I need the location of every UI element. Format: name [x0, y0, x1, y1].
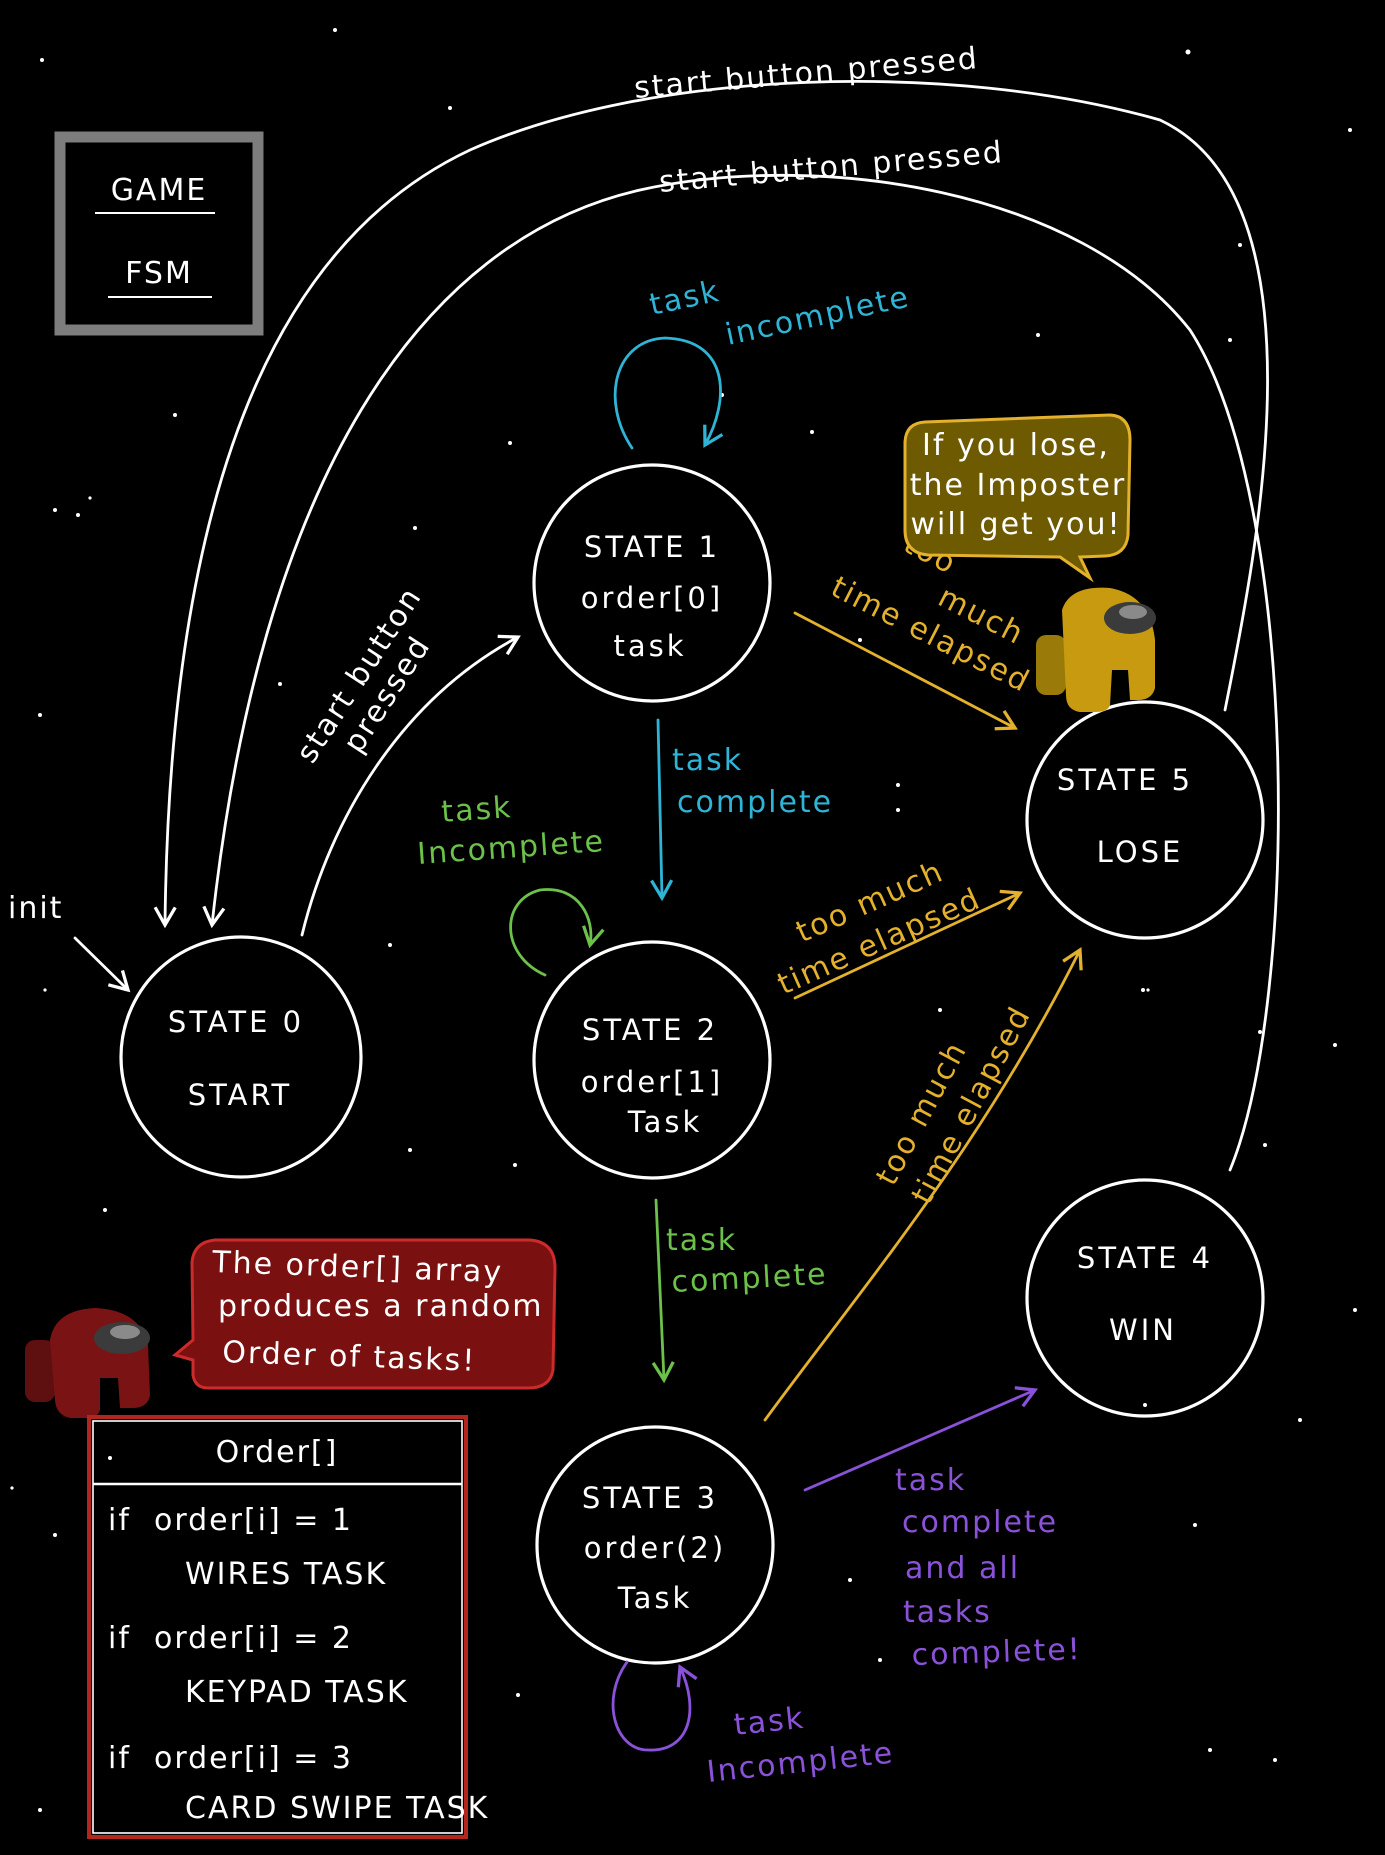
label-s2-self-2: Incomplete: [416, 824, 606, 872]
star-field: [10, 28, 1357, 1812]
title-frame: [54, 131, 264, 336]
edge-s1-self: [613, 336, 724, 450]
label-s3-self-1: task: [732, 1701, 806, 1743]
svg-text:order(2): order(2): [584, 1531, 726, 1565]
bubble-imposter-2: the Imposter: [910, 468, 1126, 503]
edge-s2-self: [509, 888, 605, 977]
edge-s1-s2: [650, 718, 674, 902]
label-s3-s4-1: task: [895, 1463, 966, 1498]
order-table: Order[] if order[i] = 1 WIRES TASK if or…: [87, 1415, 489, 1839]
label-s2-s3-1: task: [666, 1223, 737, 1258]
svg-text:order[1]: order[1]: [581, 1065, 723, 1099]
table-row-3-cond: if order[i] = 3: [108, 1741, 353, 1776]
state-3: STATE 3 order(2) Task: [535, 1425, 775, 1665]
edge-init: [73, 936, 131, 993]
edge-s1-s5: [793, 611, 1018, 731]
edge-s3-s4: [803, 1386, 1039, 1492]
svg-text:Task: Task: [617, 1581, 693, 1615]
svg-text:order[0]: order[0]: [581, 581, 723, 615]
label-s2-s3-2: complete: [671, 1257, 829, 1300]
bubble-imposter-3: will get you!: [910, 507, 1121, 542]
edge-s2-s3: [651, 1198, 675, 1384]
svg-text:STATE 2: STATE 2: [582, 1013, 718, 1047]
table-row-3-task: CARD SWIPE TASK: [185, 1791, 489, 1826]
state-5: STATE 5 LOSE: [1025, 700, 1265, 940]
label-start-outer: start button pressed: [633, 41, 981, 106]
title-line-1: GAME: [111, 173, 208, 208]
label-s3-self-2: Incomplete: [705, 1735, 896, 1789]
table-row-2-task: KEYPAD TASK: [185, 1675, 409, 1710]
edge-s0-s1: [300, 634, 521, 937]
svg-text:STATE 4: STATE 4: [1077, 1241, 1213, 1275]
svg-text:task: task: [613, 629, 686, 663]
edge-s2-s5: [793, 889, 1023, 1000]
imposter-speech-bubble: [903, 413, 1132, 583]
table-row-1-cond: if order[i] = 1: [108, 1503, 353, 1538]
title-line-2: FSM: [125, 256, 193, 291]
svg-text:STATE 3: STATE 3: [582, 1481, 718, 1515]
svg-text:STATE 5: STATE 5: [1057, 763, 1193, 797]
label-s2-self-1: task: [440, 790, 513, 830]
label-s1-s2-1: task: [672, 743, 743, 778]
svg-text:WIN: WIN: [1109, 1313, 1177, 1347]
label-s1-s2-2: complete: [677, 785, 833, 820]
svg-text:STATE 0: STATE 0: [168, 1005, 304, 1039]
edge-s3-s5: [763, 947, 1083, 1422]
red-crewmate-icon: [25, 1308, 150, 1418]
label-s3-s4-2: complete: [902, 1505, 1058, 1540]
table-header: Order[]: [216, 1435, 339, 1470]
bubble-imposter-1: If you lose,: [922, 428, 1110, 463]
table-row-1-task: WIRES TASK: [185, 1557, 387, 1592]
label-s3-s4-4: tasks: [903, 1595, 992, 1630]
order-speech-bubble: [171, 1238, 557, 1390]
edge-s5-s0-outer: [153, 80, 1269, 929]
label-s1-self-1: task: [646, 274, 723, 323]
label-start-inner: start button pressed: [658, 135, 1006, 200]
bubble-order-2: produces a random: [218, 1289, 544, 1324]
edge-s4-s0-inner: [202, 173, 1280, 1172]
state-4: STATE 4 WIN: [1025, 1178, 1265, 1418]
svg-text:LOSE: LOSE: [1097, 835, 1184, 869]
svg-text:Task: Task: [627, 1105, 703, 1139]
svg-text:START: START: [188, 1078, 292, 1112]
state-1: STATE 1 order[0] task: [532, 463, 772, 703]
state-0: STATE 0 START: [119, 935, 363, 1179]
label-init: init: [8, 891, 63, 926]
gold-crewmate-icon: [1036, 587, 1156, 712]
table-row-2-cond: if order[i] = 2: [108, 1621, 353, 1656]
label-s3-s4-5: complete!: [911, 1632, 1082, 1673]
state-2: STATE 2 order[1] Task: [532, 940, 772, 1180]
svg-text:STATE 1: STATE 1: [584, 530, 720, 564]
label-s3-s4-3: and all: [905, 1551, 1020, 1586]
label-s1-self-2: incomplete: [722, 280, 913, 353]
edge-s3-self: [611, 1660, 698, 1752]
